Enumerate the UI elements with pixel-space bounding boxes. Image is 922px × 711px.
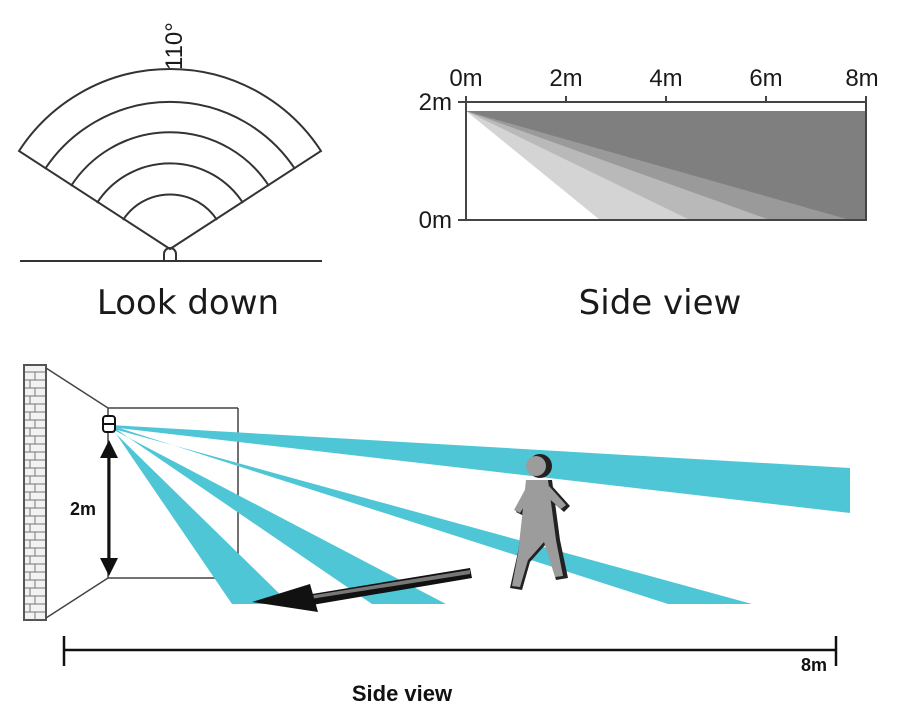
angle-label: 110° — [161, 22, 188, 70]
scene: 2m — [23, 364, 850, 706]
height-arrow — [100, 440, 118, 576]
movement-arrow — [252, 568, 472, 612]
fan-arc-4 — [122, 193, 218, 221]
sensor-device-icon — [102, 415, 116, 433]
walking-person-icon — [510, 454, 570, 590]
y-tick-top: 2m — [419, 89, 452, 116]
x-tick-0: 0m — [449, 65, 482, 92]
zone-dark — [466, 111, 866, 220]
x-tick-2: 4m — [649, 65, 682, 92]
fan-arc-2 — [70, 131, 270, 187]
fan-arc-3 — [96, 162, 244, 204]
sensor-mark — [163, 247, 177, 261]
detection-beams — [110, 425, 850, 604]
look-down-view — [17, 68, 323, 262]
brick-wall — [23, 364, 47, 621]
x-tick-4: 8m — [845, 65, 878, 92]
height-label: 2m — [70, 499, 96, 519]
fan-sector — [17, 68, 323, 251]
fan-arc-1 — [44, 101, 296, 170]
distance-scale — [62, 636, 838, 666]
x-ticks — [458, 96, 867, 221]
scene-caption: Side view — [352, 681, 453, 706]
x-tick-1: 2m — [549, 65, 582, 92]
x-tick-3: 6m — [749, 65, 782, 92]
room-outline — [45, 367, 239, 619]
look-down-caption: Look down — [97, 283, 279, 323]
beam-1 — [110, 425, 850, 513]
side-view-chart — [458, 96, 867, 221]
distance-label: 8m — [801, 655, 827, 675]
side-view-caption: Side view — [579, 283, 742, 323]
y-tick-bottom: 0m — [419, 207, 452, 234]
